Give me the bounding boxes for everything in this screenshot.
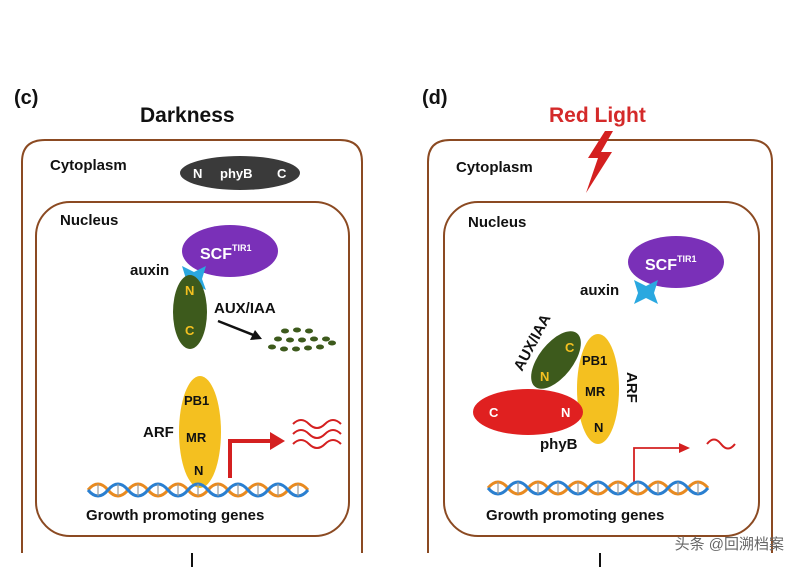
panel-d-lightning-icon [586,131,613,193]
panel-c-phyb-label: phyB [220,166,253,181]
panel-d-transcription-arrow [633,447,680,482]
panel-c-auxiaa-label: AUX/IAA [214,300,276,317]
panel-d-cytoplasm-label: Cytoplasm [456,159,533,176]
panel-c-auxiaa-n: N [185,283,194,298]
panel-c-scf-tir1 [182,225,278,277]
panel-d-scf-tir1 [628,236,724,288]
panel-d: (d) Red Light Cytoplasm Nucleus SCFTIR1 … [422,87,773,567]
panel-d-genes-label: Growth promoting genes [486,507,664,524]
panel-c-cytoplasm-label: Cytoplasm [50,157,127,174]
panel-c-phyb [180,156,300,190]
panel-d-transcription-arrowhead [679,443,690,453]
panel-d-nucleus-label: Nucleus [468,214,526,231]
panel-d-arf-n: N [594,420,603,435]
panel-d-auxin-label: auxin [580,282,619,299]
panel-c-auxiaa-c: C [185,323,195,338]
panel-d-arf-label: ARF [623,372,640,403]
panel-d-title: Red Light [549,104,646,127]
panel-d-phyb-label: phyB [540,436,578,453]
panel-c-arf-pb1: PB1 [184,393,209,408]
panel-c-arf [179,376,221,488]
panel-c-degradation-arrowhead [250,330,262,340]
panel-d-phyb [473,389,583,435]
panel-c-auxin-label: auxin [130,262,169,279]
panel-c-cell-border-left [21,139,46,553]
panel-c-arf-label: ARF [143,424,174,441]
panel-d-nucleus [443,201,760,537]
watermark: 头条 @回溯档案 [675,535,784,553]
panel-d-arf-mr: MR [585,384,606,399]
panel-c-auxiaa [173,275,207,349]
panel-c-phyb-c: C [277,166,287,181]
panel-c-genes-label: Growth promoting genes [86,507,264,524]
panel-d-auxiaa [531,331,581,389]
panel-c-transcription-arrowhead [270,432,285,450]
panel-d-mrna [706,438,736,450]
panel-c-degraded-fragments [268,327,336,352]
panel-c-transcription-arrow [228,439,272,478]
panel-c-degradation-arrow [217,319,257,338]
panel-d-cell-border-right [450,139,773,553]
panel-c-nucleus-label: Nucleus [60,212,118,229]
panel-d-arf-pb1: PB1 [582,353,607,368]
panel-c-arf-mr: MR [186,430,207,445]
panel-c-tag: (c) [14,87,38,109]
panel-d-cell-border-left [427,139,451,553]
panel-d-dna [486,480,710,496]
panel-c: (c) Darkness Cytoplasm N phyB C Nucleus … [14,87,363,567]
panel-c-scf-text: SCFTIR1 [200,243,252,263]
panel-c-mrna [292,419,342,449]
panel-d-tag: (d) [422,87,448,109]
panel-c-title: Darkness [140,104,235,127]
panel-c-dna [86,482,310,498]
panel-d-phyb-n: N [561,405,570,420]
panel-c-nucleus [35,201,350,537]
panel-d-arf [577,334,619,444]
panel-c-phyb-n: N [193,166,202,181]
panel-d-phyb-c: C [489,405,499,420]
panel-d-scf-text: SCFTIR1 [645,254,697,274]
panel-d-auxiaa-c: C [565,340,575,355]
panel-c-cell-border-right [45,139,363,553]
panel-d-auxiaa-n: N [540,369,549,384]
panel-c-arf-n: N [194,463,203,478]
panel-d-auxin-shape [634,280,658,304]
